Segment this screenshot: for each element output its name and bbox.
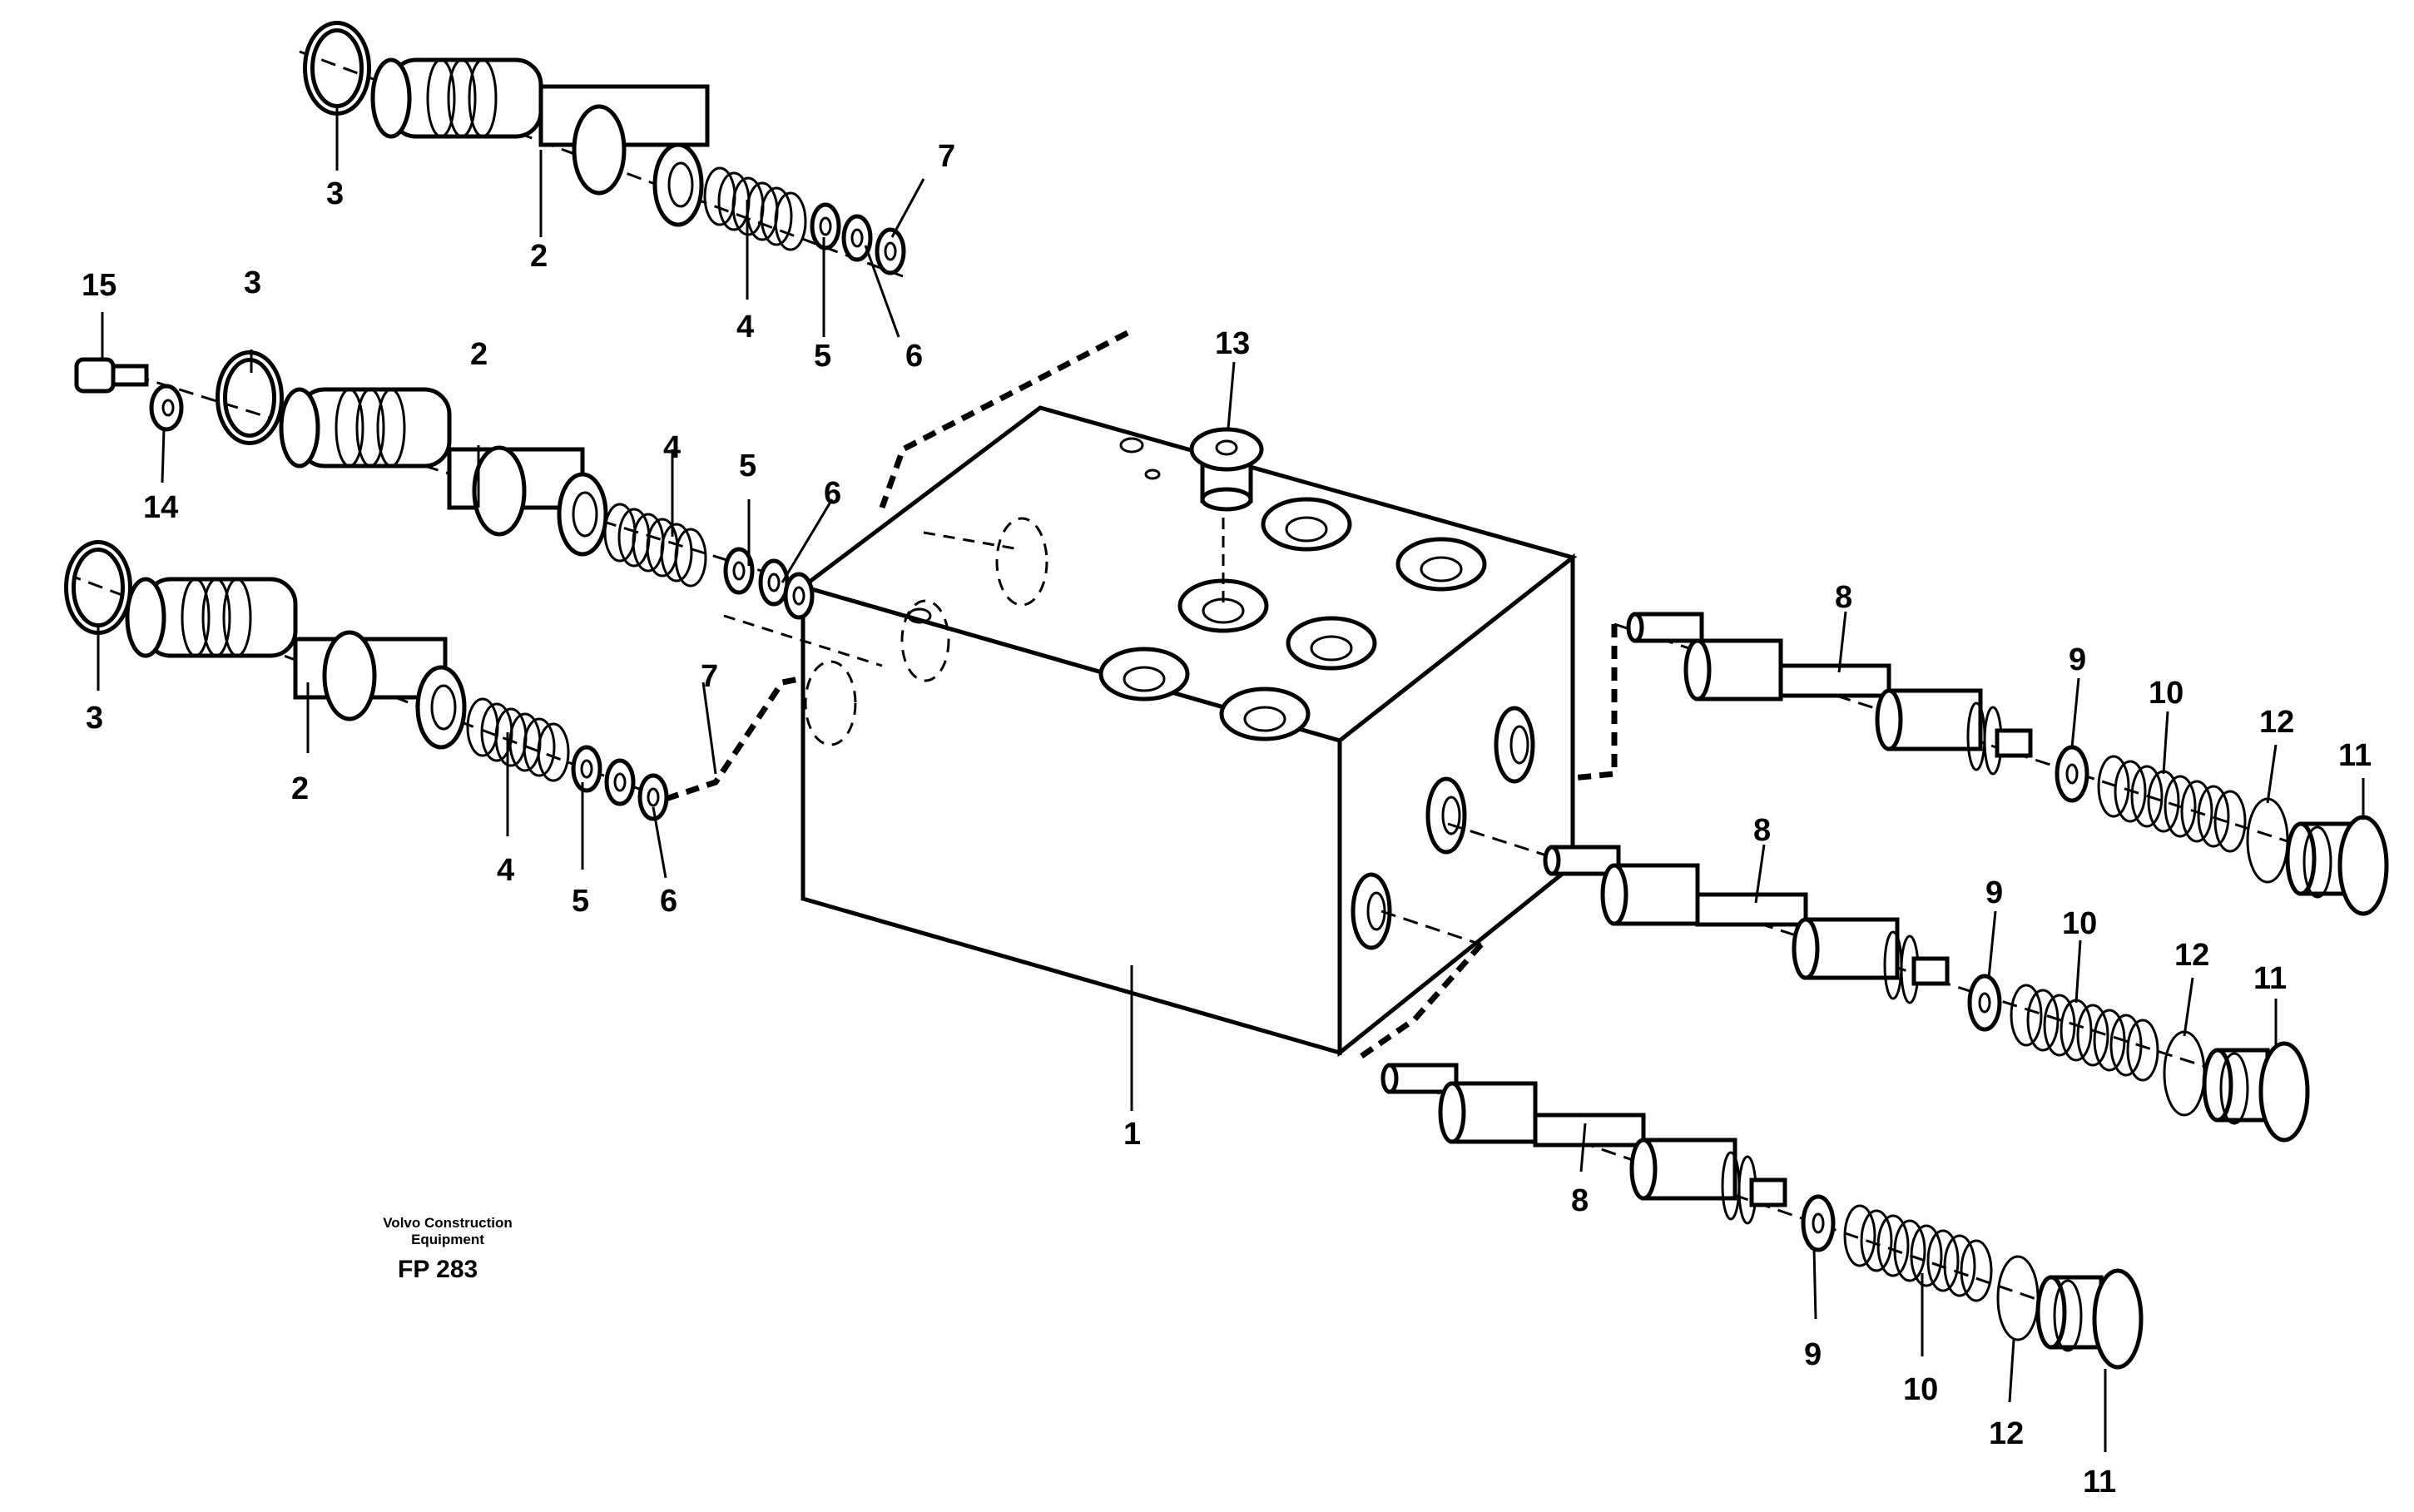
right-row-2 xyxy=(1447,822,2310,1143)
label-3c: 3 xyxy=(86,701,103,736)
label-8c: 8 xyxy=(1571,1183,1589,1218)
washer-14 xyxy=(149,384,184,432)
label-6a: 6 xyxy=(905,339,923,374)
spool-8c xyxy=(1380,1063,1787,1225)
caption-code: FP 283 xyxy=(398,1256,478,1283)
label-12b: 12 xyxy=(2174,938,2209,973)
right-row-3 xyxy=(1359,910,2144,1370)
o-ring-12b xyxy=(2163,1030,2206,1117)
spring-10b xyxy=(2010,984,2159,1082)
o-ring-3 xyxy=(303,21,371,116)
spool-sleeve-2b xyxy=(279,387,608,557)
washer-7b xyxy=(783,572,815,620)
label-1: 1 xyxy=(1123,1117,1141,1152)
spring-10 xyxy=(2097,755,2247,853)
side-ports xyxy=(1351,706,1535,950)
label-2a: 2 xyxy=(530,239,548,274)
valve-block xyxy=(798,405,1578,1058)
label-11c: 11 xyxy=(2083,1465,2116,1500)
label-12a: 12 xyxy=(2259,705,2294,740)
hidden-bores xyxy=(804,517,1048,746)
label-12c: 12 xyxy=(1989,1416,2024,1451)
caption-company: Volvo Construction xyxy=(383,1215,513,1231)
label-14: 14 xyxy=(143,490,178,525)
plug-11b xyxy=(2202,1041,2310,1143)
label-2b: 2 xyxy=(470,337,488,372)
label-7b: 7 xyxy=(701,659,718,694)
washer-9 xyxy=(2055,745,2089,803)
spool-sleeve-2c xyxy=(125,577,467,750)
spool-8 xyxy=(1626,612,2033,776)
o-ring-3b xyxy=(216,350,284,445)
o-ring-3c xyxy=(64,540,132,635)
washer-9c xyxy=(1801,1194,1836,1252)
label-8a: 8 xyxy=(1835,580,1852,615)
washer-5 xyxy=(810,202,841,250)
plug-13 xyxy=(1189,427,1264,606)
label-9c: 9 xyxy=(1804,1337,1822,1372)
label-5b: 5 xyxy=(739,449,756,483)
label-8b: 8 xyxy=(1753,813,1771,848)
spool-sleeve-2 xyxy=(370,57,710,227)
label-5a: 5 xyxy=(814,339,831,374)
label-4b: 4 xyxy=(663,430,681,465)
spring-4c xyxy=(466,697,570,782)
washer-6c xyxy=(604,758,636,806)
label-7a: 7 xyxy=(938,139,955,174)
spool-8b xyxy=(1543,845,1950,1004)
label-10b: 10 xyxy=(2062,906,2097,941)
spring-4 xyxy=(703,166,807,251)
label-6c: 6 xyxy=(660,884,677,919)
label-13: 13 xyxy=(1215,326,1250,361)
washer-5c xyxy=(571,745,602,793)
label-2c: 2 xyxy=(291,771,309,806)
label-10c: 10 xyxy=(1903,1372,1938,1407)
washer-6 xyxy=(841,214,873,262)
plug-11c xyxy=(2035,1268,2144,1370)
left-row-3 xyxy=(64,540,804,821)
label-15: 15 xyxy=(82,268,116,303)
label-11b: 11 xyxy=(2253,961,2287,996)
washer-7c xyxy=(637,773,669,821)
label-5c: 5 xyxy=(572,884,589,919)
label-10a: 10 xyxy=(2149,676,2184,711)
top-ports xyxy=(907,437,1487,741)
washer-5b xyxy=(723,547,755,595)
part-labels: 1 2 2 2 3 3 3 4 4 4 5 5 5 6 6 6 7 7 8 8 … xyxy=(82,139,2372,1500)
label-3a: 3 xyxy=(326,176,344,211)
label-11a: 11 xyxy=(2338,738,2372,773)
leader-lines xyxy=(97,104,2365,1452)
spring-10c xyxy=(1843,1204,1993,1302)
label-4c: 4 xyxy=(497,853,514,888)
left-row-1 xyxy=(299,21,1129,509)
washer-9b xyxy=(1967,974,2002,1032)
plug-11 xyxy=(2285,815,2389,916)
left-row-2 xyxy=(74,350,883,667)
caption: Volvo Construction Equipment FP 283 xyxy=(383,1215,513,1283)
label-6b: 6 xyxy=(824,476,841,511)
label-3b: 3 xyxy=(244,265,261,300)
washer-7 xyxy=(875,227,906,275)
label-9a: 9 xyxy=(2069,642,2086,677)
caption-division: Equipment xyxy=(411,1232,484,1247)
screw-15 xyxy=(74,357,149,394)
spring-4b xyxy=(603,503,707,587)
label-9b: 9 xyxy=(1985,875,2003,910)
label-4a: 4 xyxy=(736,310,754,345)
right-row-1 xyxy=(1572,612,2389,916)
